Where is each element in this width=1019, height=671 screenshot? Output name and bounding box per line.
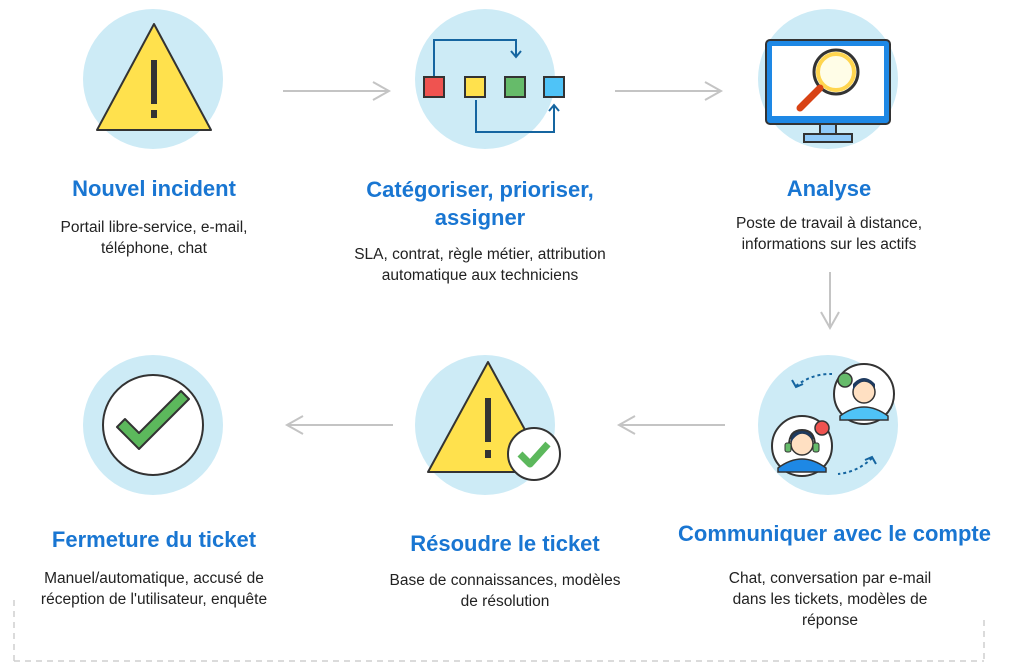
step-4-desc-line-2: dans les tickets, modèles de	[732, 591, 928, 608]
warning-check-icon	[427, 361, 561, 481]
dashed-border	[13, 600, 985, 662]
arrow-left-2	[284, 415, 393, 435]
step-1-desc-line-2: téléphone, chat	[100, 240, 207, 257]
step-6-desc-line-2: réception de l'utilisateur, enquête	[40, 591, 268, 608]
step-2-title: Catégoriser, prioriser, assigner	[345, 176, 615, 232]
step-2-title-line-2: assigner	[434, 205, 526, 230]
monitor-search-icon	[765, 39, 891, 143]
step-4-title: Communiquer avec le compte	[678, 521, 991, 546]
checkmark-icon	[102, 374, 204, 476]
process-flow-icon	[423, 39, 565, 133]
step-1-desc-line-1: Portail libre-service, e-mail,	[60, 219, 248, 236]
step-2-desc-line-1: SLA, contrat, règle métier, attribution	[354, 246, 606, 263]
step-3-desc-line-1: Poste de travail à distance,	[735, 215, 923, 232]
step-3-title: Analyse	[786, 176, 872, 201]
arrow-right-1	[283, 81, 392, 101]
step-5-desc-line-2: de résolution	[460, 593, 550, 610]
step-5-desc-line-1: Base de connaissances, modèles	[389, 572, 621, 589]
arrow-down-1	[820, 272, 840, 331]
chat-agents-icon	[771, 363, 895, 477]
step-6-desc-line-1: Manuel/automatique, accusé de	[44, 570, 264, 587]
warning-icon	[96, 23, 212, 131]
step-3-desc: Poste de travail à distance, information…	[690, 213, 968, 255]
step-2-title-line-1: Catégoriser, prioriser,	[366, 177, 594, 202]
arrow-left-1	[616, 415, 725, 435]
step-4-desc-line-1: Chat, conversation par e-mail	[728, 570, 932, 587]
step-6-title: Fermeture du ticket	[51, 527, 257, 552]
step-1-desc: Portail libre-service, e-mail, téléphone…	[20, 217, 288, 259]
step-6-desc: Manuel/automatique, accusé de réception …	[10, 568, 298, 610]
arrow-right-2	[615, 81, 724, 101]
step-2-desc-line-2: automatique aux techniciens	[381, 267, 579, 284]
step-4-desc-line-3: réponse	[801, 612, 858, 629]
step-5-title: Résoudre le ticket	[410, 531, 600, 556]
step-2-desc: SLA, contrat, règle métier, attribution …	[320, 244, 640, 286]
step-3-desc-line-2: informations sur les actifs	[741, 236, 917, 253]
step-5-desc: Base de connaissances, modèles de résolu…	[345, 570, 665, 612]
step-1-title: Nouvel incident	[72, 176, 236, 201]
step-4-desc: Chat, conversation par e-mail dans les t…	[690, 568, 970, 631]
